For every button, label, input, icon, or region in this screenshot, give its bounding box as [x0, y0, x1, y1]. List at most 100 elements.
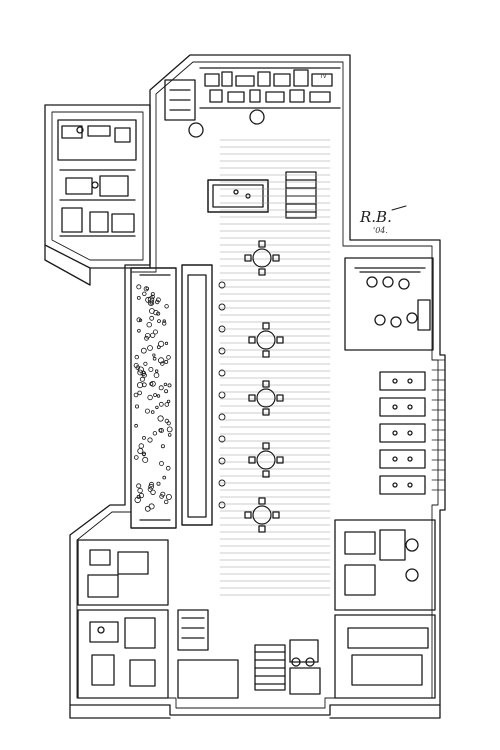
bottle [162, 319, 166, 323]
bottle [145, 286, 149, 291]
floor-planks [219, 139, 331, 596]
booth [379, 397, 426, 417]
bottle [141, 382, 147, 388]
bar-stool [218, 303, 226, 311]
entrance-area [177, 609, 321, 699]
chair [272, 511, 280, 519]
bar-stools [218, 281, 226, 509]
bottle [142, 456, 149, 463]
chair [262, 470, 270, 478]
chair [276, 336, 284, 344]
bottle [150, 410, 155, 414]
bottle [136, 284, 142, 290]
bottle [137, 447, 144, 454]
bottle [152, 431, 158, 436]
booth-cup [392, 378, 398, 384]
chair [248, 394, 256, 402]
round-table [252, 505, 272, 525]
bottle [164, 341, 169, 345]
chair [258, 268, 266, 276]
booth [379, 449, 426, 469]
bottle-cluster [133, 284, 173, 512]
bottle [160, 361, 165, 366]
bottle [137, 487, 143, 494]
bottle [137, 390, 143, 396]
bottle [158, 401, 164, 407]
back-wall-shelves [164, 67, 341, 138]
bottle [137, 328, 141, 333]
bottle [158, 340, 165, 347]
bottle [141, 451, 146, 456]
bar-stool [218, 391, 226, 399]
chair [276, 394, 284, 402]
bottle [154, 369, 159, 373]
bottle [147, 345, 153, 351]
bottle [166, 421, 171, 426]
booth-cup [392, 430, 398, 436]
bottle [157, 319, 161, 324]
bottle [161, 321, 167, 326]
bottle [149, 301, 153, 305]
bottle [155, 405, 159, 410]
bottle [134, 496, 141, 504]
bottle [134, 455, 139, 460]
bottle [140, 347, 147, 354]
bottle [165, 493, 172, 500]
booth-cup [407, 456, 413, 462]
outer-walls [44, 54, 446, 719]
booth [379, 371, 426, 391]
round-table [252, 248, 272, 268]
bottle [162, 475, 167, 480]
bottle [155, 297, 161, 303]
bar-shelving [130, 264, 213, 529]
bottle [133, 392, 139, 398]
bottom-right-rooms [334, 519, 436, 699]
locker-bank [431, 359, 446, 491]
bar-stool [218, 501, 226, 509]
bottle [158, 385, 164, 391]
bottle [147, 486, 153, 492]
signature-underline [391, 205, 407, 211]
bottle [137, 381, 144, 389]
bottle [156, 394, 161, 398]
bottle [158, 427, 164, 433]
bottle [134, 404, 139, 409]
bottle [146, 322, 152, 328]
bottle [156, 481, 161, 486]
bottle [137, 369, 144, 376]
tv-sign: TV [320, 74, 327, 80]
signature-initials: R.B. [360, 208, 392, 226]
bottle [150, 332, 156, 338]
bottle [136, 317, 142, 323]
round-table [256, 330, 276, 350]
bottle [138, 492, 144, 499]
bottle [153, 372, 160, 379]
bottle [147, 394, 153, 401]
bottle [163, 499, 169, 505]
bottle [136, 494, 141, 499]
booth-cup [407, 482, 413, 488]
bottle [147, 296, 155, 303]
bottle [152, 329, 158, 335]
office-annex [57, 119, 137, 237]
bottle [167, 433, 172, 437]
booth [379, 423, 426, 443]
bottle [152, 353, 156, 357]
bar-stool [218, 347, 226, 355]
bottle [144, 335, 149, 341]
bar-stool [218, 413, 226, 421]
bottle [158, 357, 165, 364]
chair [262, 408, 270, 416]
bottle [152, 356, 157, 361]
bottle [160, 444, 165, 449]
chair [248, 456, 256, 464]
booth-cup [407, 430, 413, 436]
bottle [148, 366, 154, 372]
booth-cup [392, 482, 398, 488]
bottle [149, 380, 156, 387]
chair [262, 442, 270, 450]
bottle [154, 299, 160, 305]
bottle [137, 366, 144, 373]
games-area [207, 171, 317, 219]
bottle [164, 402, 170, 407]
